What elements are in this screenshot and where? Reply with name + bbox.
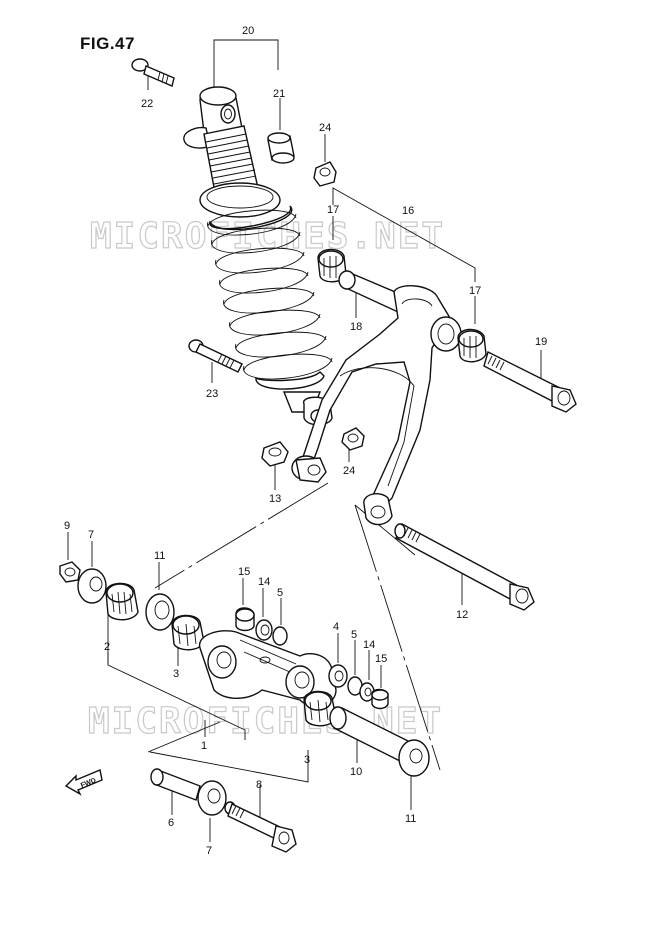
spacer-10 [329,706,411,763]
callout-5-top: 5 [277,587,283,599]
callout-7-lower: 7 [206,845,212,857]
washer-7-left [77,568,107,604]
bolt-23 [188,339,243,373]
callout-7-top: 7 [88,529,94,541]
callout-19: 19 [535,336,547,348]
callout-5-lower: 5 [351,629,357,641]
callout-11-lower: 11 [405,813,416,825]
callout-22: 22 [141,98,153,110]
bearing-3-left [171,614,205,651]
callout-16: 16 [402,205,414,217]
callout-3-right: 3 [304,754,310,766]
nut-13 [261,441,289,467]
washer-7-lower [197,780,227,816]
callout-6: 6 [168,817,174,829]
spacer-21 [267,132,295,164]
nut-9 [59,561,81,583]
callout-14-top: 14 [258,576,270,588]
bolt-8 [224,801,297,853]
callout-24-top: 24 [319,122,331,134]
figure-title: FIG.47 [80,34,135,53]
nut-24-top [313,161,337,187]
washers-lower [328,664,389,710]
callout-23: 23 [206,388,218,400]
callout-12: 12 [456,609,468,621]
callout-24-lower: 24 [343,465,355,477]
bearing-2 [105,582,139,621]
rear-shock-absorber [183,86,333,426]
seal-11-top [145,593,175,631]
callout-13: 13 [269,493,281,505]
callout-15-lower: 15 [375,653,387,665]
callout-4: 4 [333,621,339,633]
callout-18: 18 [350,321,362,333]
callout-2: 2 [104,641,110,653]
bolt-19 [483,350,577,413]
washers-upper [235,607,288,646]
callout-20: 20 [242,25,254,37]
bolt-12 [394,523,535,611]
seal-11-lower [398,739,430,777]
spacer-6 [150,768,201,801]
callout-9: 9 [64,520,70,532]
callout-11-top: 11 [154,550,165,562]
cushion-lever [291,248,487,526]
callout-17-left: 17 [327,204,339,216]
fwd-arrow-icon: FWD [64,769,103,796]
callout-21: 21 [273,88,285,100]
bearing-3-right [303,690,337,727]
callout-10: 10 [350,766,362,778]
nut-24-lower [341,427,365,451]
callout-3-left: 3 [173,668,179,680]
callout-numbers: 20 21 22 24 16 17 17 18 19 23 24 13 12 9… [64,25,547,857]
callout-15-top: 15 [238,566,250,578]
callout-17-right: 17 [469,285,481,297]
cushion-rod [199,630,337,708]
callout-14-lower: 14 [363,639,375,651]
callout-1: 1 [201,740,207,752]
bolt-22 [131,58,175,87]
callout-8: 8 [256,779,262,791]
leader-lines [67,39,542,842]
